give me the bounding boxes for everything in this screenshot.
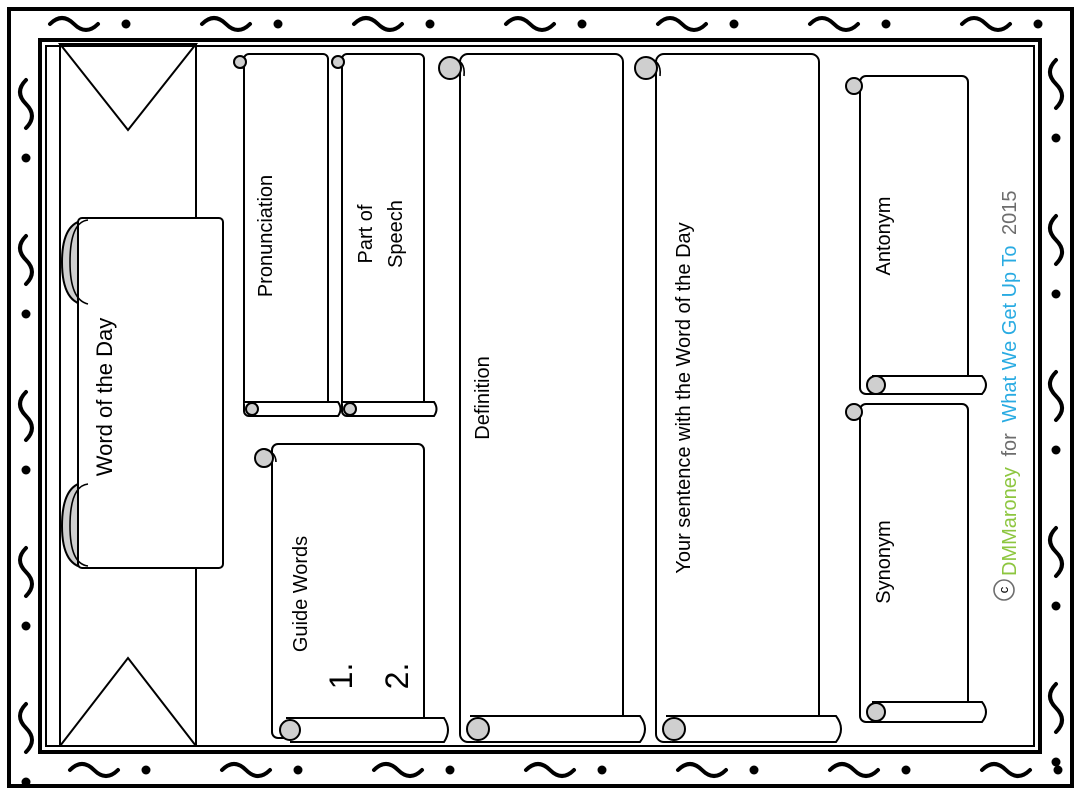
credit-line: c DMMaroney for What We Get Up To 2015 [993, 190, 1021, 601]
border-dot [901, 765, 911, 775]
part-of-speech-label-line1: Part of [355, 204, 377, 263]
border-dot [21, 621, 31, 631]
border-dot [1051, 289, 1061, 299]
border-squiggle [808, 16, 860, 32]
border-squiggle [980, 762, 1032, 778]
definition-label: Definition [472, 356, 494, 439]
border-dot [21, 309, 31, 319]
part-of-speech-scroll: Part of Speech [331, 53, 438, 417]
border-dot [597, 765, 607, 775]
border-squiggle [18, 234, 34, 286]
border-dot [121, 19, 131, 29]
border-squiggle [18, 546, 34, 598]
pronunciation-scroll: Pronunciation [233, 53, 342, 417]
border-squiggle [200, 16, 252, 32]
credit-text: DMMaroney for What We Get Up To 2015 [999, 190, 1021, 576]
border-dot [729, 19, 739, 29]
antonym-label: Antonym [873, 197, 895, 276]
border-squiggle [1048, 370, 1064, 422]
border-squiggle [960, 16, 1012, 32]
border-dot [1051, 757, 1061, 767]
synonym-scroll: Synonym [845, 403, 987, 723]
border-dot [293, 765, 303, 775]
border-squiggle [1048, 214, 1064, 266]
border-dot [1053, 765, 1063, 775]
part-of-speech-label-line2: Speech [385, 200, 407, 268]
synonym-label: Synonym [873, 520, 895, 603]
word-of-the-day-label: Word of the Day [92, 318, 117, 477]
border-dot [21, 465, 31, 475]
border-swirls [18, 16, 1064, 787]
definition-scroll: Definition [438, 53, 646, 743]
border-dot [141, 765, 151, 775]
copyright-symbol: c [996, 586, 1011, 593]
guide-words-label: Guide Words [290, 536, 312, 652]
credit-author: DMMaroney [999, 467, 1021, 576]
antonym-scroll: Antonym [845, 75, 987, 395]
pronunciation-label: Pronunciation [255, 175, 277, 297]
border-dot [577, 19, 587, 29]
border-dot [445, 765, 455, 775]
border-dot [1051, 133, 1061, 143]
border-dot [881, 19, 891, 29]
decorative-border [7, 7, 1074, 788]
border-squiggle [68, 762, 120, 778]
border-squiggle [1048, 682, 1064, 734]
border-dot [1051, 445, 1061, 455]
your-sentence-label: Your sentence with the Word of the Day [673, 222, 695, 573]
border-dot [1033, 19, 1043, 29]
border-squiggle [1048, 58, 1064, 110]
guide-word-item-1: 1. [323, 663, 359, 690]
your-sentence-scroll: Your sentence with the Word of the Day [634, 53, 842, 743]
border-squiggle [18, 78, 34, 130]
border-squiggle [656, 16, 708, 32]
border-squiggle [372, 762, 424, 778]
border-squiggle [220, 762, 272, 778]
guide-word-item-2: 2. [379, 663, 415, 690]
credit-for: for [999, 433, 1021, 457]
word-of-the-day-banner: Word of the Day [57, 43, 224, 747]
border-dot [21, 153, 31, 163]
border-squiggle [352, 16, 404, 32]
border-dot [425, 19, 435, 29]
guide-words-scroll: Guide Words 1. 2. [254, 443, 449, 743]
border-squiggle [676, 762, 728, 778]
border-squiggle [504, 16, 556, 32]
border-squiggle [524, 762, 576, 778]
border-squiggle [48, 16, 100, 32]
border-squiggle [18, 702, 34, 754]
credit-site: What We Get Up To [999, 246, 1021, 423]
border-squiggle [828, 762, 880, 778]
border-dot [749, 765, 759, 775]
credit-year: 2015 [999, 190, 1021, 235]
border-dot [1051, 601, 1061, 611]
border-squiggle [1048, 526, 1064, 578]
border-squiggle [18, 390, 34, 442]
border-dot [273, 19, 283, 29]
border-dot [21, 777, 31, 787]
